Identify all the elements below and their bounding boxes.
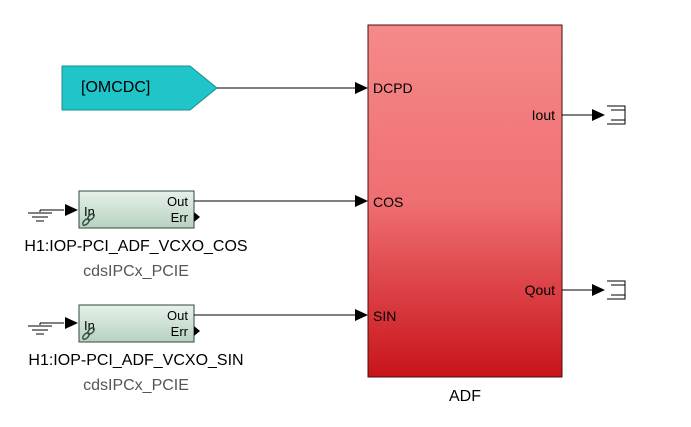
- link-icon: [82, 327, 95, 340]
- ipc-block-sin[interactable]: In Out Err: [78, 304, 200, 343]
- arrow-iout: [592, 109, 605, 121]
- ipc-cos-err-port: Err: [171, 210, 189, 225]
- arrow-dcpd: [355, 82, 368, 94]
- ipc-sin-library: cdsIPCx_PCIE: [83, 377, 189, 394]
- ground-icon-sin: [28, 322, 64, 335]
- ipc-block-cos[interactable]: In Out Err: [78, 190, 200, 229]
- adf-input-dcpd: DCPD: [373, 80, 413, 96]
- arrow-cos: [355, 195, 368, 207]
- ipc-cos-name: H1:IOP-PCI_ADF_VCXO_COS: [24, 238, 247, 255]
- ipc-cos-out-port: Out: [167, 194, 188, 209]
- arrow-ipc-cos-in: [65, 204, 78, 216]
- adf-output-iout: Iout: [532, 107, 555, 123]
- link-icon: [82, 213, 95, 226]
- arrow-qout: [592, 284, 605, 296]
- adf-input-cos: COS: [373, 194, 403, 210]
- ipc-sin-name: H1:IOP-PCI_ADF_VCXO_SIN: [28, 352, 243, 369]
- ipc-sin-in-port: In: [84, 318, 95, 333]
- ipc-cos-in-port: In: [84, 204, 95, 219]
- ipc-sin-err-port: Err: [171, 324, 189, 339]
- terminator-icon-iout[interactable]: [607, 105, 626, 125]
- adf-block-name: ADF: [449, 388, 481, 405]
- adf-input-sin: SIN: [373, 308, 396, 324]
- ipc-sin-out-port: Out: [167, 308, 188, 323]
- arrow-sin: [355, 309, 368, 321]
- adf-output-qout: Qout: [525, 282, 555, 298]
- ground-icon-cos: [28, 209, 64, 222]
- goto-label: [OMCDC]: [81, 79, 150, 96]
- goto-block-omcdc[interactable]: [OMCDC]: [61, 65, 218, 111]
- arrow-ipc-sin-in: [65, 317, 78, 329]
- adf-block[interactable]: DCPD COS SIN Iout Qout: [367, 24, 563, 378]
- ipc-cos-library: cdsIPCx_PCIE: [83, 263, 189, 280]
- terminator-icon-qout[interactable]: [607, 280, 626, 300]
